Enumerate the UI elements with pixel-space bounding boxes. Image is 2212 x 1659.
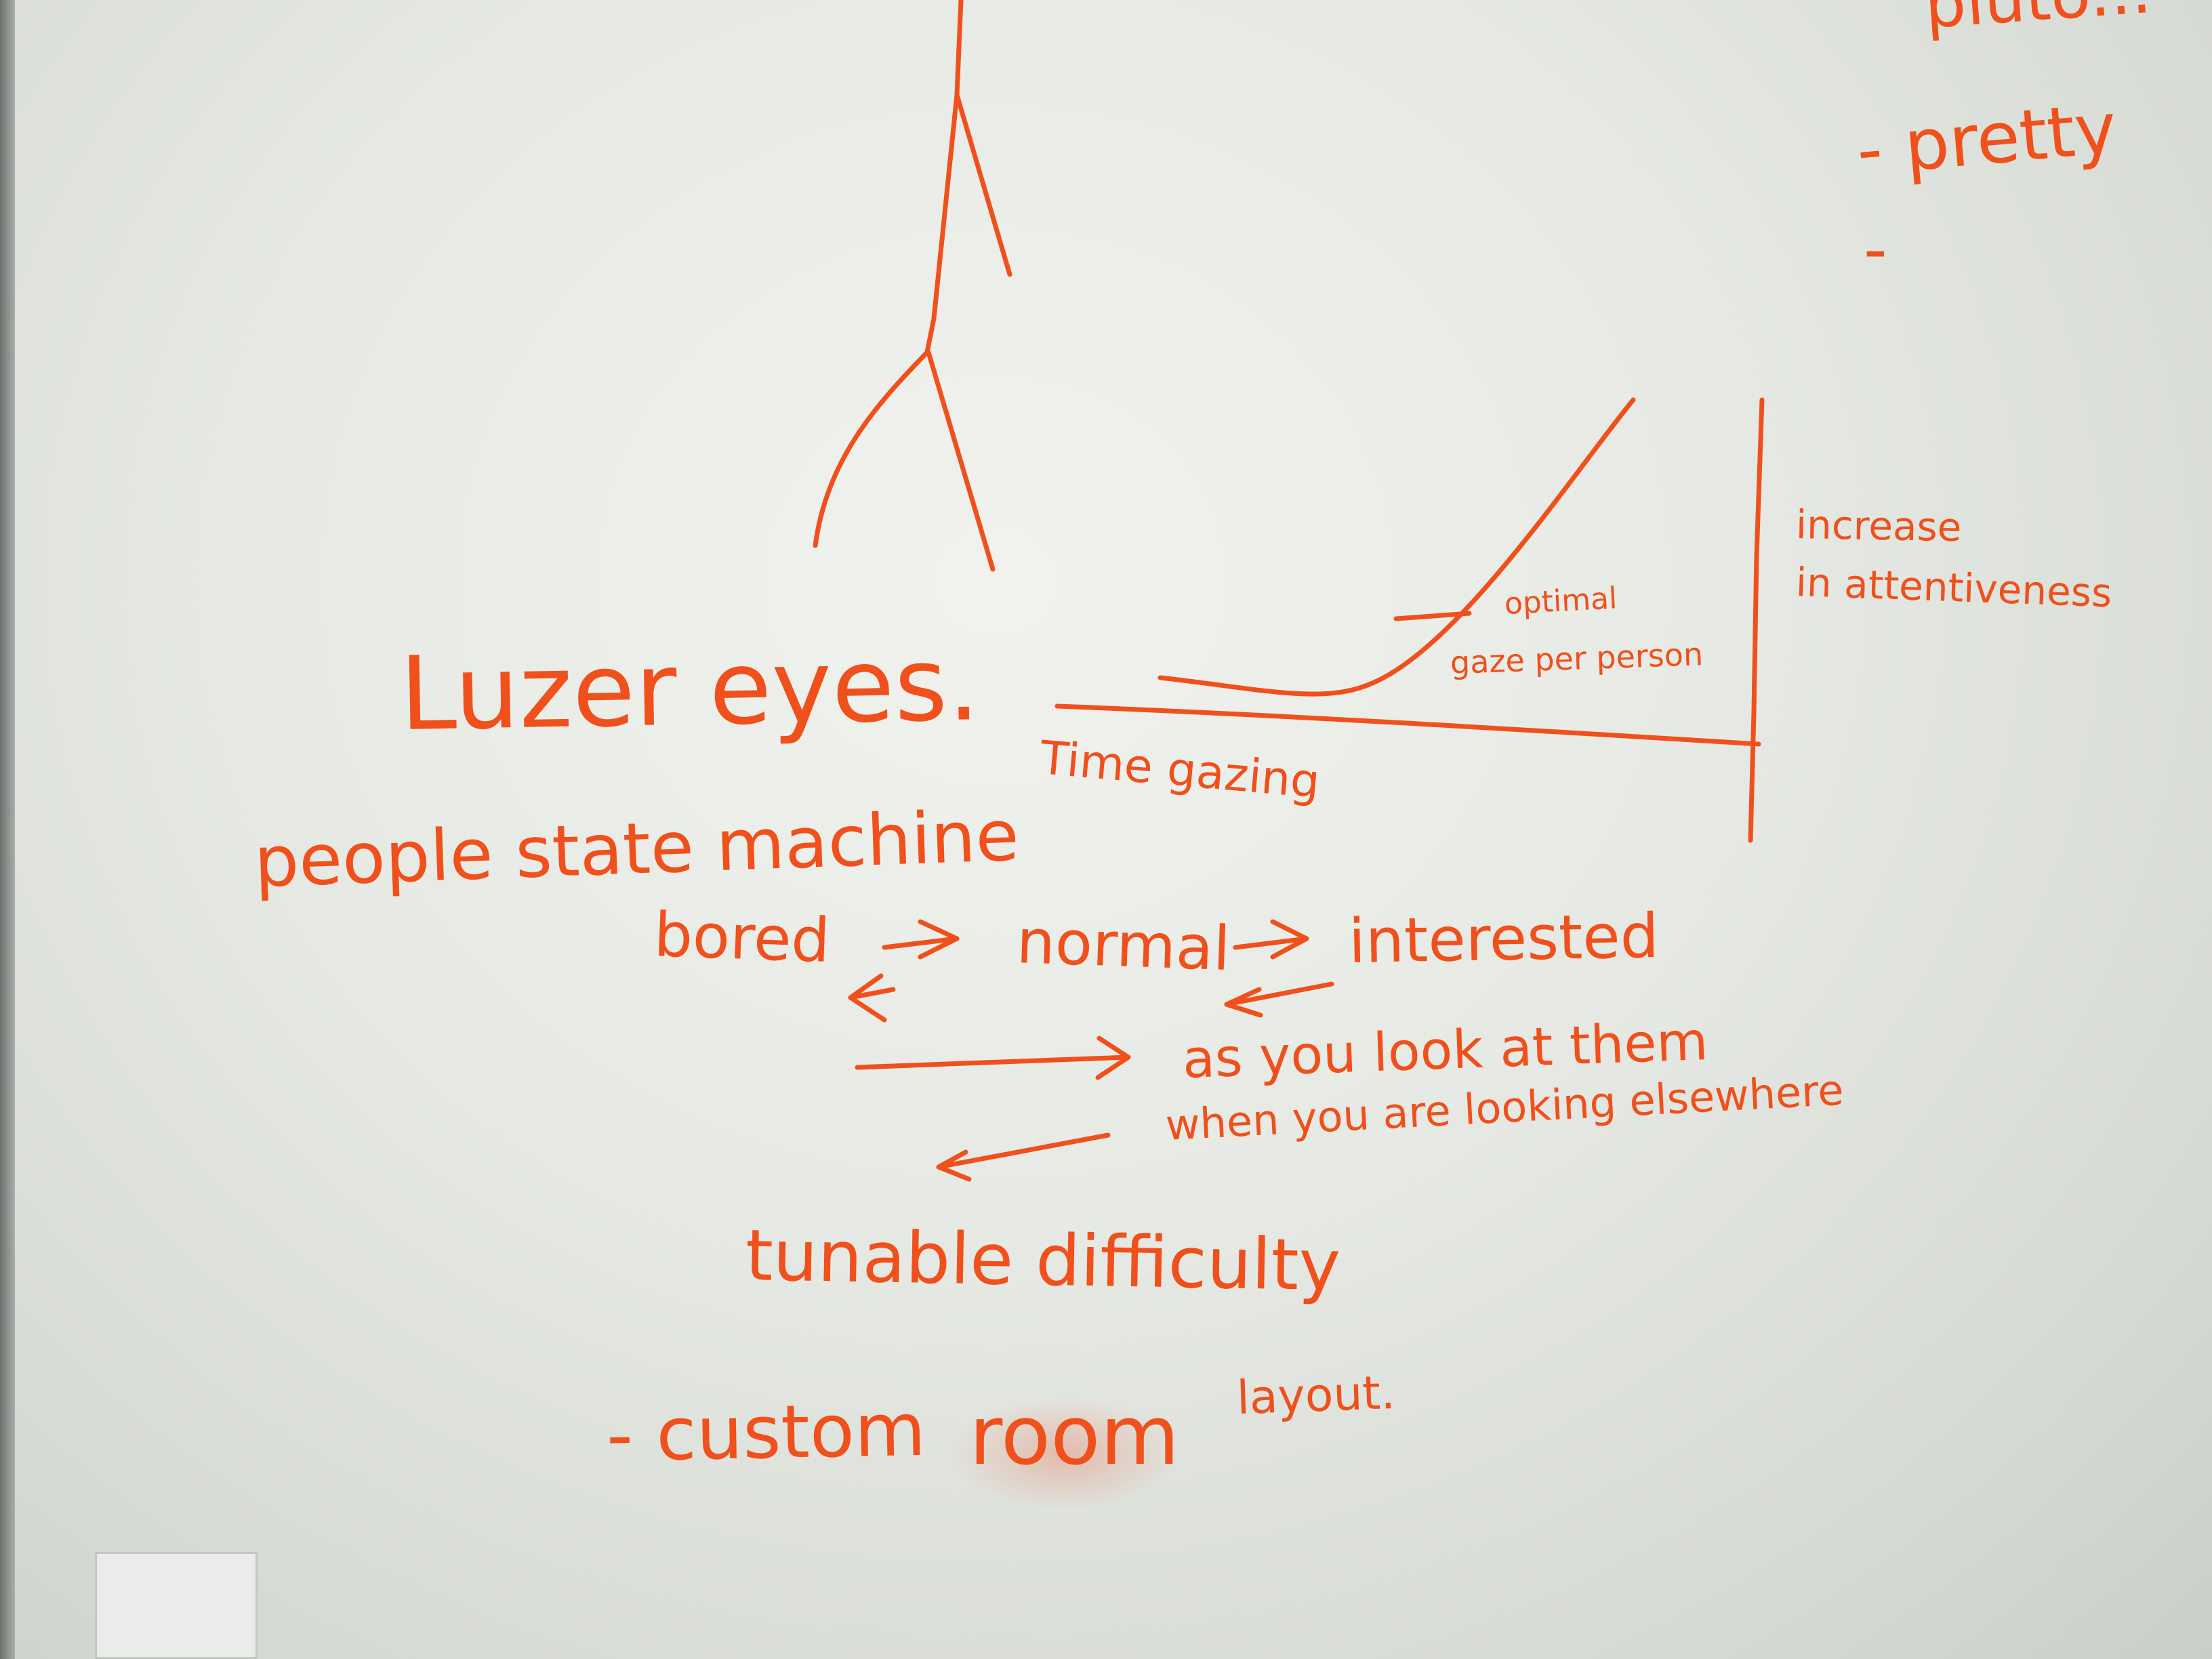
note-corner-dash: - <box>1864 211 1887 287</box>
note-custom-layout: layout. <box>1235 1366 1397 1425</box>
arrow-look-elsewhere <box>936 1132 1111 1182</box>
sticker-note <box>95 1552 258 1659</box>
note-corner-pretty: - pretty <box>1853 86 2121 192</box>
state-normal: normal <box>1015 906 1232 985</box>
note-tunable-difficulty: tunable difficulty <box>744 1214 1341 1307</box>
title-luzer-eyes: Luzer eyes. <box>398 626 981 754</box>
note-custom-room: room <box>969 1389 1180 1483</box>
tree-sketch <box>813 0 1012 572</box>
arrow-look-at <box>855 1036 1131 1080</box>
arrow-normal-to-bored <box>848 973 896 1023</box>
state-bored: bored <box>653 899 832 977</box>
graph-optimal-marker <box>1393 611 1472 621</box>
arrow-interested-to-normal <box>1224 981 1334 1018</box>
graph-optimal-line1: optimal <box>1503 581 1618 621</box>
arrow-bored-to-normal <box>882 919 960 960</box>
graph-y-axis <box>1748 397 1765 843</box>
graph-curve <box>1158 397 1636 697</box>
arrow-normal-to-interested <box>1233 919 1309 960</box>
whiteboard-frame <box>0 0 15 1659</box>
ink-smudge <box>949 1396 1179 1511</box>
graph-optimal-line2: gaze per person <box>1450 635 1704 681</box>
note-custom-prefix: - custom <box>605 1387 927 1478</box>
graph-y-label-line1: increase <box>1795 501 1963 551</box>
state-interested: interested <box>1348 901 1660 977</box>
graph-y-label-line2: in attentiveness <box>1795 559 2113 617</box>
graph-x-axis <box>1054 703 1761 747</box>
